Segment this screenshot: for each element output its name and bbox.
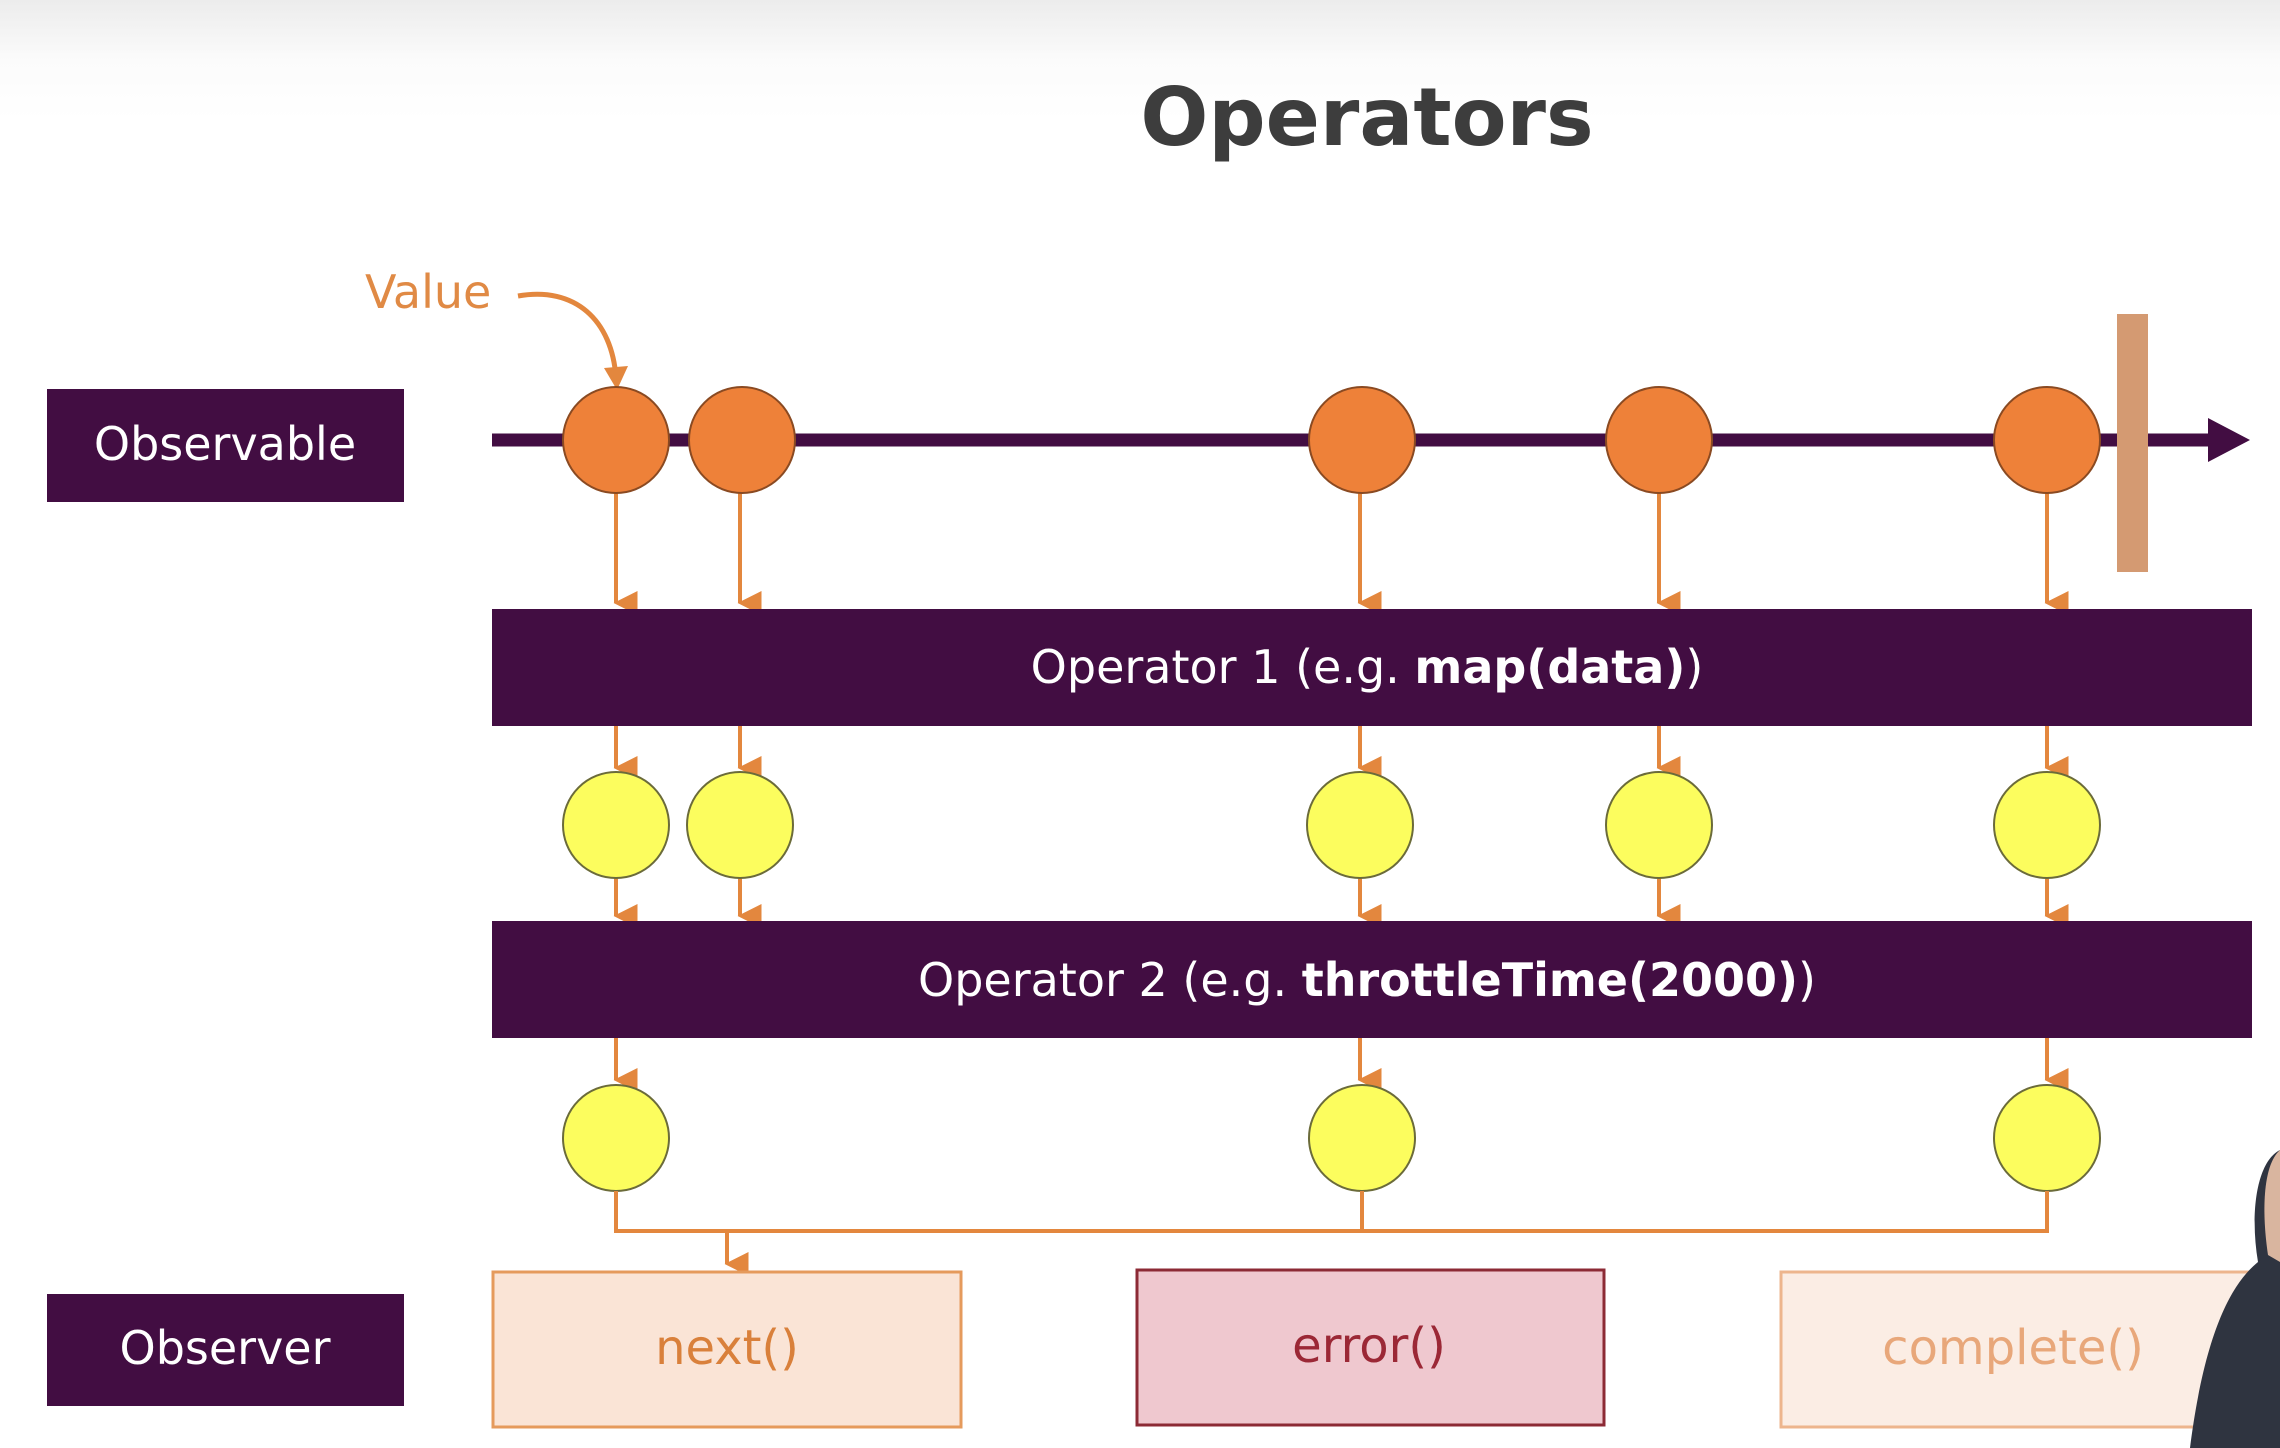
value-pointer-arrowhead [604,366,628,390]
throttled-marble [1308,1084,1416,1192]
page-title: Operators [1140,71,1593,164]
mapped-emissions [562,771,2101,879]
arrows-from-operator-2 [613,1038,2069,1092]
mapped-marble [1993,771,2101,879]
timeline-arrowhead [2208,418,2250,462]
observable-label: Observable [94,417,356,471]
throttled-marble [1993,1084,2101,1192]
emission-marble [562,386,670,494]
completion-marker [2117,314,2148,572]
arrows-to-operator-1 [613,492,2069,615]
throttled-emissions [562,1084,2101,1192]
emission-marble [1993,386,2101,494]
operator-1-label: Operator 1 (e.g. map(data)) [1031,640,1704,694]
presenter-thumbnail [2190,1150,2280,1448]
subscription-connector [614,1191,2049,1276]
next-label: next() [655,1320,799,1376]
emission-marble [688,386,796,494]
operator-1-band: Operator 1 (e.g. map(data)) [492,609,2252,726]
observer-box: Observer [47,1294,404,1406]
complete-box: complete() [1779,1270,2251,1429]
mapped-marble [1306,771,1414,879]
error-label: error() [1292,1318,1446,1374]
mapped-marble [686,771,794,879]
value-label: Value [365,265,491,319]
arrows-to-operator-2 [613,878,2069,928]
operator-2-band: Operator 2 (e.g. throttleTime(2000)) [492,921,2252,1038]
error-box: error() [1135,1268,1606,1427]
emission-marble [1308,386,1416,494]
mapped-marble [562,771,670,879]
observable-box: Observable [47,389,404,502]
next-box: next() [491,1270,963,1429]
operator-2-label: Operator 2 (e.g. throttleTime(2000)) [918,953,1816,1007]
complete-label: complete() [1882,1320,2144,1376]
observer-label: Observer [119,1321,330,1375]
value-pointer-arrow [517,291,619,379]
mapped-marble [1605,771,1713,879]
throttled-marble [562,1084,670,1192]
emission-marble [1605,386,1713,494]
source-emissions [562,386,2101,494]
arrows-from-operator-1 [613,726,2069,780]
